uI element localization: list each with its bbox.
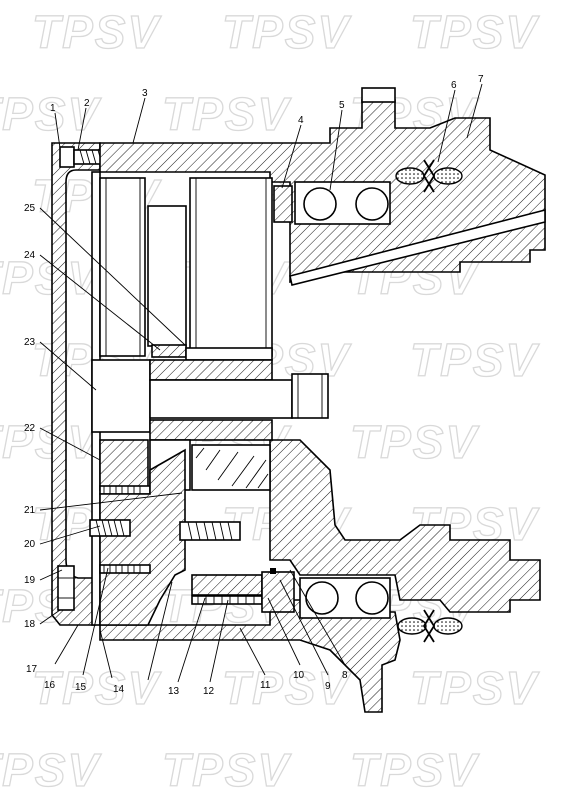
watermark-text: TPSV (162, 88, 291, 140)
callout-20: 20 (24, 539, 36, 550)
floating-seal-ring-4 (433, 617, 463, 635)
watermark-text: TPSV (0, 88, 101, 140)
watermark-text: TPSV (32, 662, 161, 714)
callout-21: 21 (24, 505, 36, 516)
drain-plug (57, 565, 75, 611)
callout-7: 7 (478, 74, 484, 85)
callout-22: 22 (24, 423, 36, 434)
planet-gear-stage1-c (189, 177, 273, 357)
callout-11: 11 (260, 680, 271, 691)
callout-17: 17 (26, 664, 38, 675)
watermark-text: TPSV (0, 744, 101, 796)
lower-planet-gear (191, 574, 263, 596)
housing-lug (361, 87, 396, 103)
callout-25: 25 (24, 203, 36, 214)
main-bearing-ball-2 (355, 187, 389, 221)
needle-bearing-lower (99, 564, 151, 574)
retaining-ring (261, 571, 295, 613)
input-shaft-spline (291, 373, 329, 419)
callout-15: 15 (75, 682, 87, 693)
callout-18: 18 (24, 619, 36, 630)
callout-13: 13 (168, 686, 180, 697)
input-shaft (149, 379, 293, 419)
floating-seal-ring-3 (397, 617, 427, 635)
assembly-drawing (51, 87, 546, 713)
callout-9: 9 (325, 681, 331, 692)
snap-ring (270, 568, 276, 574)
end-cover (51, 142, 101, 626)
cover-bolt-head (59, 146, 75, 168)
watermark-text: TPSV (162, 744, 291, 796)
floating-seal-ring-1 (395, 167, 425, 185)
needle-bearing-upper (99, 485, 151, 495)
callout-19: 19 (24, 575, 36, 586)
watermark-text: TPSV (0, 252, 101, 304)
callout-24: 24 (24, 250, 36, 261)
callout-12: 12 (203, 686, 215, 697)
callout-5: 5 (339, 100, 345, 111)
hub-spindle (269, 439, 541, 613)
carrier-hub-lower (149, 419, 273, 441)
second-stage-carrier (99, 439, 149, 491)
callout-23: 23 (24, 337, 36, 348)
planet-bearing-upper (185, 347, 273, 361)
callout-4: 4 (298, 115, 304, 126)
hub-bolt (179, 521, 241, 541)
callout-14: 14 (113, 684, 125, 695)
watermark-text: TPSV (410, 662, 539, 714)
callout-3: 3 (142, 88, 148, 99)
watermark-text: TPSV (222, 6, 351, 58)
planet-gear-stage1-a (99, 177, 146, 357)
main-bearing-ball-3 (305, 581, 339, 615)
main-bearing-ball-1 (303, 187, 337, 221)
watermark-text: TPSV (0, 416, 101, 468)
planet-gear-stage1-b (147, 205, 187, 347)
sun-gear (91, 359, 151, 433)
watermark-text: TPSV (32, 6, 161, 58)
callout-16: 16 (44, 680, 56, 691)
callout-1: 1 (50, 103, 56, 114)
callout-labels: 1 2 3 4 5 6 7 8 9 10 11 12 13 14 15 16 1… (24, 74, 484, 697)
watermark-text: TPSV (350, 744, 479, 796)
callout-6: 6 (451, 80, 457, 91)
watermark-text: TPSV (410, 6, 539, 58)
main-bearing-ball-4 (355, 581, 389, 615)
second-stage-planet (191, 444, 271, 491)
watermark-text: TPSV (222, 662, 351, 714)
bearing-nut (273, 185, 293, 223)
planet-carrier (99, 448, 186, 626)
callout-8: 8 (342, 670, 348, 681)
watermark-text: TPSV (350, 416, 479, 468)
carrier-hub-upper (149, 359, 273, 381)
floating-seal-ring-2 (433, 167, 463, 185)
housing-rib (289, 208, 546, 286)
watermark-text: TPSV (410, 334, 539, 386)
planet-pin (151, 344, 187, 358)
leader-lines (39, 83, 483, 683)
callout-10: 10 (293, 670, 305, 681)
callout-2: 2 (84, 98, 90, 109)
